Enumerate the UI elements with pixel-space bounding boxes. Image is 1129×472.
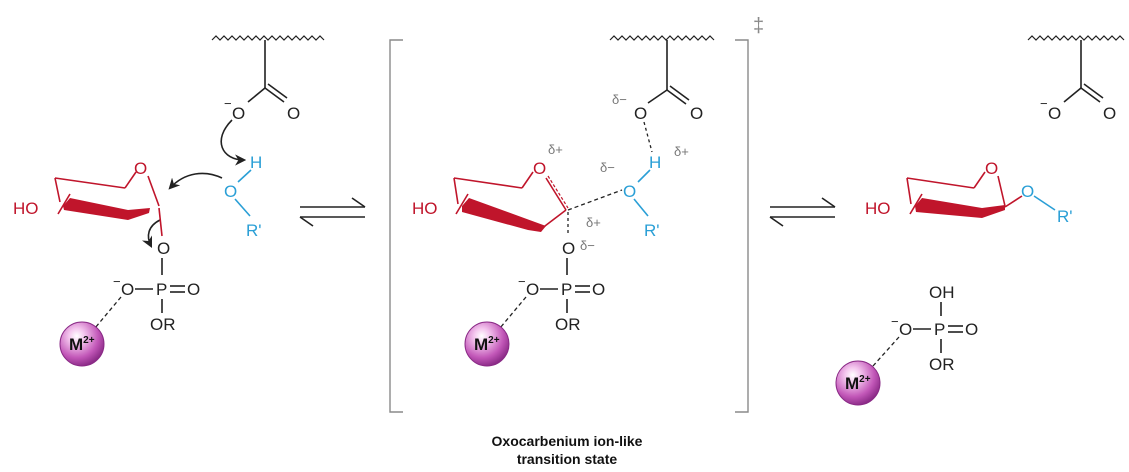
ts-protein-backbone-wavy	[609, 35, 715, 41]
product-r-prime: R'	[1057, 207, 1073, 226]
product-ring-ho: HO	[865, 199, 891, 218]
ts-ring-ho: HO	[412, 199, 438, 218]
curved-arrow-o-to-anomeric-c	[168, 172, 223, 190]
carboxylate-o-right: O	[287, 104, 300, 123]
ts-phosphate-o-double: O	[592, 280, 605, 299]
product-phosphate-oh: OH	[929, 283, 955, 302]
glycosidic-o: O	[157, 239, 170, 258]
curved-arrow-carboxylate-to-h	[220, 119, 247, 166]
caption-line2: transition state	[517, 451, 618, 467]
equilibrium-arrows-left	[299, 197, 366, 227]
transition-state-panel: ‡ δ− O O δ+ δ+ δ− δ+ δ− H O R'	[389, 15, 764, 413]
ts-carboxylate-o-right: O	[690, 104, 703, 123]
ts-phosphate-o-minus: O	[526, 280, 539, 299]
product-phosphate-o-double: O	[965, 320, 978, 339]
alcohol-r-prime: R'	[246, 221, 262, 240]
caption-line1: Oxocarbenium ion-like	[492, 433, 643, 449]
phosphate-o-minus: O	[121, 280, 134, 299]
product-pyranose-ring	[906, 171, 1023, 218]
metal-ion: M2+	[59, 321, 105, 367]
svg-text:M2+: M2+	[69, 335, 95, 354]
phosphate-o-double: O	[187, 280, 200, 299]
ts-h-delta-plus: δ+	[674, 144, 689, 159]
alcohol-oh-bond	[237, 169, 252, 183]
product-carboxylate-o-right: O	[1103, 104, 1116, 123]
ts-phosphate-minus: −	[518, 274, 526, 289]
svg-text:M2+: M2+	[474, 335, 500, 354]
ts-metal-ion: M2+	[464, 321, 510, 367]
ts-ring-o-delta-plus: δ+	[548, 142, 563, 157]
protein-backbone-wavy	[211, 35, 325, 41]
bracket-left	[389, 39, 403, 413]
double-dagger: ‡	[753, 15, 764, 37]
ts-phosphate-or: OR	[555, 315, 581, 334]
ts-alcohol-o-delta-minus: δ−	[600, 160, 615, 175]
phosphorus: P	[156, 280, 167, 299]
ts-phosphorus: P	[561, 280, 572, 299]
ts-alcohol-h: H	[649, 153, 661, 172]
metal-coordination	[94, 296, 122, 329]
ts-alcohol-o: O	[623, 182, 636, 201]
svg-text:M2+: M2+	[845, 374, 871, 393]
ts-carboxylate-delta-minus: δ−	[612, 92, 627, 107]
carboxylate-o-left: O	[232, 104, 245, 123]
product-ring-oxygen: O	[985, 159, 998, 178]
ring-bold-edge	[63, 198, 150, 220]
reactant-panel: − O O H O R' O HO O − O P	[13, 35, 325, 367]
alcohol-h: H	[250, 153, 262, 172]
product-carboxylate-o-left: O	[1048, 104, 1061, 123]
ts-alcohol-r-prime: R'	[644, 221, 660, 240]
pyranose-ring	[54, 171, 163, 237]
ts-anomeric-delta-plus: δ+	[586, 215, 601, 230]
ring-oxygen: O	[134, 159, 147, 178]
ts-ring-oxygen: O	[533, 159, 546, 178]
ts-carboxylate-o-left: O	[634, 104, 647, 123]
alcohol-or-bond	[234, 198, 251, 217]
bracket-right	[735, 39, 749, 413]
product-phosphate-or: OR	[929, 355, 955, 374]
ts-leaving-o: O	[562, 239, 575, 258]
phosphate-minus: −	[113, 274, 121, 289]
product-carboxylate-minus: −	[1040, 96, 1048, 111]
alcohol-o: O	[224, 182, 237, 201]
curved-arrow-c-o-bond-break	[141, 219, 161, 249]
ts-leaving-o-delta-minus: δ−	[580, 238, 595, 253]
product-panel: − O O O HO O R' OH − O P O OR	[835, 35, 1125, 406]
product-protein-backbone-wavy	[1027, 35, 1125, 41]
equilibrium-arrows-right	[769, 197, 836, 227]
product-phosphate-o-minus: O	[899, 320, 912, 339]
phosphate-or: OR	[150, 315, 176, 334]
carboxylate-minus: −	[224, 96, 232, 111]
product-metal-ion: M2+	[835, 360, 881, 406]
product-phosphate-minus: −	[891, 314, 899, 329]
ts-h-bond-carboxylate	[643, 121, 653, 153]
carboxylate	[247, 40, 288, 103]
product-glycosidic-o: O	[1021, 182, 1034, 201]
ts-partial-bond-nucleophile	[567, 189, 623, 211]
ring-ho: HO	[13, 199, 39, 218]
ts-pyranose-ring	[453, 171, 569, 232]
product-phosphorus: P	[934, 320, 945, 339]
